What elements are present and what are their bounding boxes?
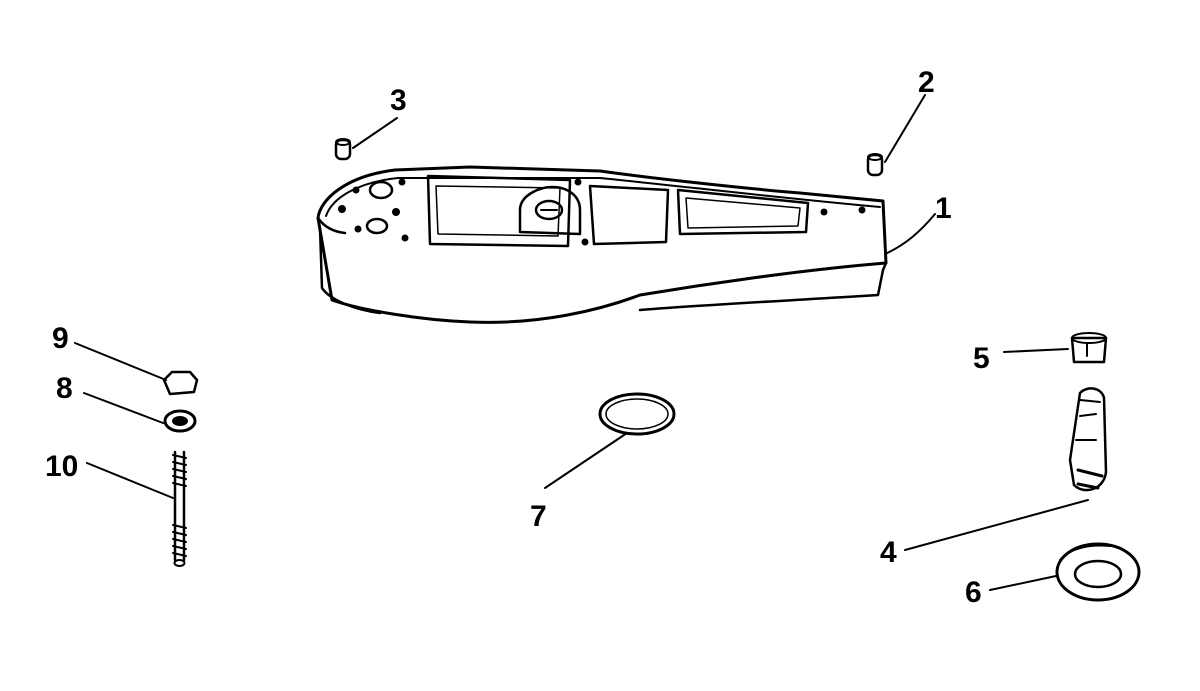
part-5-cap xyxy=(1003,332,1108,364)
callout-8: 8 xyxy=(56,372,73,405)
part-9-nut xyxy=(74,342,199,396)
callout-4: 4 xyxy=(880,536,897,569)
part-3-dowel-pin xyxy=(334,117,398,161)
callout-3: 3 xyxy=(390,84,407,117)
callout-6: 6 xyxy=(965,576,982,609)
part-10-stud xyxy=(86,450,187,567)
part-7-o-ring xyxy=(544,392,676,489)
part-2-dowel-pin xyxy=(866,94,926,177)
part-8-washer xyxy=(83,392,197,433)
callout-7: 7 xyxy=(530,500,547,533)
callout-10: 10 xyxy=(45,450,78,483)
callout-9: 9 xyxy=(52,322,69,355)
callout-1: 1 xyxy=(935,192,952,225)
part-6-bushing xyxy=(989,542,1141,602)
part-1-housing xyxy=(316,165,936,324)
part-4-pin xyxy=(904,387,1108,551)
callout-5: 5 xyxy=(973,342,990,375)
callout-2: 2 xyxy=(918,66,935,99)
